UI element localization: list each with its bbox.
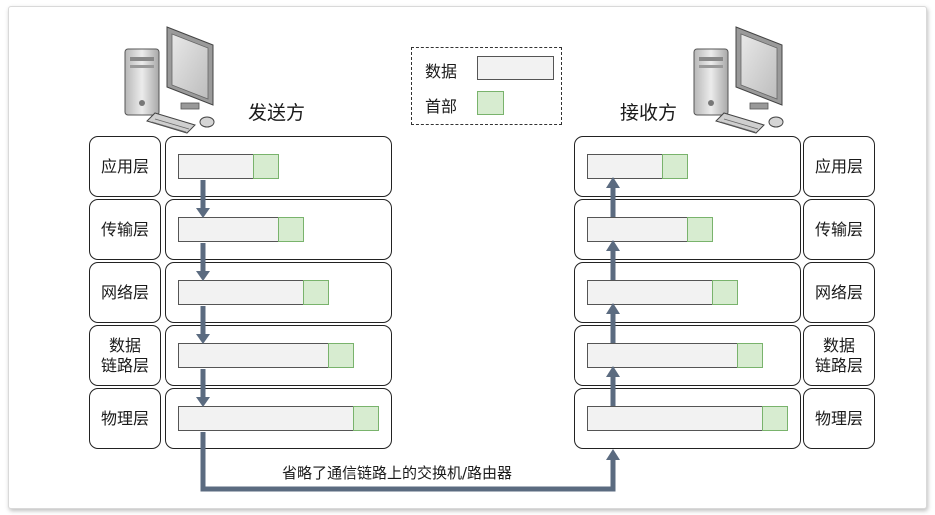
- header-block: [687, 217, 713, 242]
- data-block: [178, 217, 279, 242]
- data-block: [178, 280, 304, 305]
- data-block: [587, 280, 713, 305]
- sender-layer-datalink: 数据 链路层: [89, 325, 161, 386]
- receiver-layer-physical: 物理层: [803, 388, 875, 449]
- data-block: [178, 154, 254, 179]
- header-block: [353, 406, 379, 431]
- link-caption: 省略了通信链路上的交换机/路由器: [282, 464, 513, 482]
- legend-header-label: 首部: [425, 97, 458, 116]
- legend-data-label: 数据: [425, 62, 458, 81]
- legend: 数据 首部: [411, 47, 562, 125]
- header-block: [253, 154, 279, 179]
- receiver-layer-datalink: 数据 链路层: [803, 325, 875, 386]
- header-block: [303, 280, 329, 305]
- sender-layer-network: 网络层: [89, 262, 161, 323]
- data-block: [587, 406, 763, 431]
- up-arrow: [606, 177, 620, 217]
- sender-layer-transport: 传输层: [89, 199, 161, 260]
- computer-icon: [124, 26, 215, 134]
- down-arrow: [196, 306, 210, 344]
- computer-icon: [693, 26, 784, 134]
- legend-header-swatch: [477, 91, 504, 115]
- up-arrow: [606, 240, 620, 280]
- receiver-packet-box-physical: [574, 388, 801, 449]
- receiver-packet-box-application: [574, 136, 801, 197]
- header-block: [712, 280, 738, 305]
- down-arrow: [196, 180, 210, 218]
- receiver-title: 接收方: [620, 102, 678, 124]
- sender-packet-box-datalink: [165, 325, 392, 386]
- header-block: [328, 343, 354, 368]
- sender-layer-application: 应用层: [89, 136, 161, 197]
- receiver-layer-application: 应用层: [803, 136, 875, 197]
- data-block: [178, 343, 329, 368]
- data-block: [587, 154, 663, 179]
- data-block: [587, 343, 738, 368]
- up-arrow: [606, 303, 620, 343]
- header-block: [737, 343, 763, 368]
- receiver-layer-transport: 传输层: [803, 199, 875, 260]
- data-block: [587, 217, 688, 242]
- sender-packet-box-network: [165, 262, 392, 323]
- legend-data-swatch: [477, 56, 554, 80]
- up-arrow: [606, 366, 620, 406]
- header-block: [762, 406, 788, 431]
- header-block: [662, 154, 688, 179]
- down-arrow: [196, 369, 210, 407]
- sender-title: 发送方: [248, 102, 306, 124]
- sender-layer-physical: 物理层: [89, 388, 161, 449]
- transmission-link-arrow: [200, 432, 620, 492]
- down-arrow: [196, 243, 210, 281]
- data-block: [178, 406, 354, 431]
- receiver-layer-network: 网络层: [803, 262, 875, 323]
- header-block: [278, 217, 304, 242]
